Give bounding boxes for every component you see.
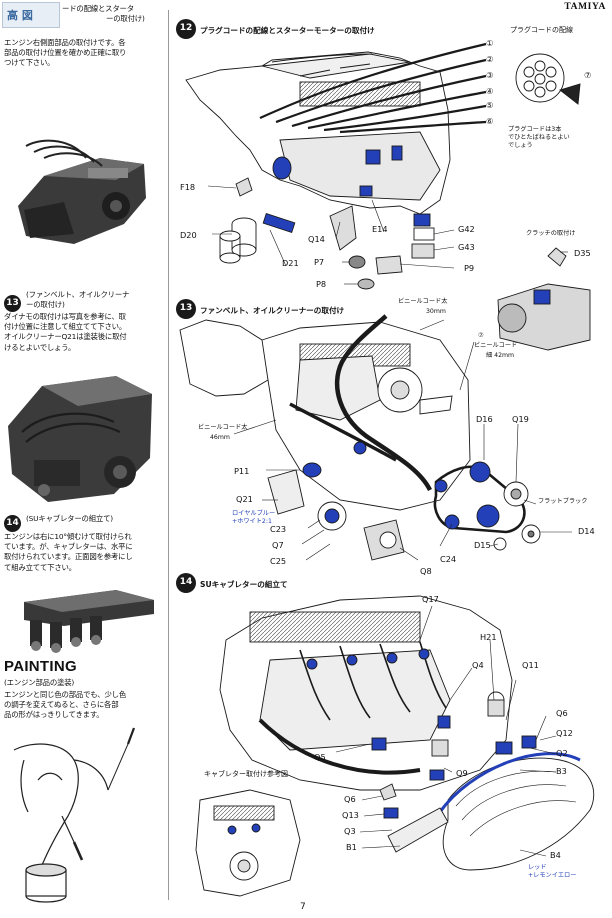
section-14-badge: 14 xyxy=(4,510,21,532)
painting-subtitle: (エンジン部品の塗装) xyxy=(4,678,75,687)
part-label-p8: P8 xyxy=(316,279,327,289)
part-label-d35: D35 xyxy=(574,248,591,258)
painting-title: PAINTING xyxy=(4,658,77,675)
part-label-d21: D21 xyxy=(282,258,299,268)
part-label-q12: Q12 xyxy=(556,728,573,738)
cord-number-3: ③ xyxy=(486,70,494,80)
part-label-p11: P11 xyxy=(234,466,250,476)
vinyl-cord-number: ⑦ xyxy=(478,332,484,339)
step12-badge: 12 xyxy=(179,23,193,33)
engine-photo-1 xyxy=(4,106,154,256)
part-label-q17: Q17 xyxy=(422,594,439,604)
watermark-logo: 高 図 xyxy=(2,2,60,28)
vinyl-thick-label: ビニールコード太 xyxy=(398,298,448,305)
part-label-c24: C24 xyxy=(440,554,457,564)
part-label-d20: D20 xyxy=(180,230,197,240)
part-label-d16: D16 xyxy=(476,414,493,424)
step13-badge: 13 xyxy=(179,303,193,313)
cord-number-4: ④ xyxy=(486,86,494,96)
step12-diagram xyxy=(185,42,598,351)
clutch-title: クラッチの取付け xyxy=(526,230,576,237)
painting-hand-illustration xyxy=(4,720,164,910)
painting-body: エンジンと同じ色の部品でも、少し色 の調子を変えてぬると、さらに各部 品の形がは… xyxy=(4,690,127,720)
vinyl-cord-label: ビニールコード xyxy=(474,342,518,349)
carburetor-photo xyxy=(4,580,160,656)
intro-heading: ードの配線とスタータ ーの取付け) xyxy=(62,4,145,24)
part-label-p9: P9 xyxy=(464,263,475,273)
part-label-f18: F18 xyxy=(180,182,196,192)
part-label-d15: D15 xyxy=(474,540,491,550)
intro-body: エンジン右側面部品の取付けです。各 部品の取付け位置を確かめ正確に取り つけて下… xyxy=(4,38,127,68)
section-13-body: ダイナモの取付けは写真を参考に、取 付け位置に注意して組立てて下さい。 オイルク… xyxy=(4,312,127,352)
cord-number-2: ② xyxy=(486,54,494,64)
vinyl-cord-length: 細 42mm xyxy=(486,352,515,359)
part-label-q6-left: Q6 xyxy=(344,794,356,804)
paint-note-royal-blue: ロイヤルブルー +ホワイト2:1 xyxy=(232,510,276,525)
column-divider xyxy=(168,10,169,900)
brand-logo: TAMIYA xyxy=(564,2,606,12)
part-label-b3: B3 xyxy=(556,766,567,776)
part-label-g43: G43 xyxy=(458,242,475,252)
step14-diagram xyxy=(195,595,595,897)
vinyl-thick-length: 30mm xyxy=(426,308,446,315)
part-label-b4: B4 xyxy=(550,850,561,860)
engine-photo-2 xyxy=(4,362,154,512)
paint-note-red-yellow: レッド +レモンイエロー xyxy=(528,864,577,879)
part-label-q11: Q11 xyxy=(522,660,539,670)
part-label-q13: Q13 xyxy=(342,810,359,820)
carb-reference-title: キャブレター取付け参考図 xyxy=(204,770,288,778)
step13-diagram xyxy=(179,314,572,561)
part-label-c23: C23 xyxy=(270,524,287,534)
part-label-g42: G42 xyxy=(458,224,475,234)
cord-number-7: ⑦ xyxy=(584,70,592,80)
part-label-c25: C25 xyxy=(270,556,287,566)
part-label-q9: Q9 xyxy=(456,768,468,778)
part-label-d14: D14 xyxy=(578,526,595,536)
step14-badge: 14 xyxy=(179,577,193,587)
part-label-q6-right: Q6 xyxy=(556,708,568,718)
page-number: 7 xyxy=(300,902,306,912)
part-label-q5: Q5 xyxy=(314,752,326,762)
vinyl-thick-left-label: ビニールコード太 xyxy=(198,424,248,431)
section-14-title: (SUキャブレターの組立て) xyxy=(26,514,113,523)
step14-title: SUキャブレターの組立て xyxy=(200,580,288,589)
cord-number-5: ⑤ xyxy=(486,100,494,110)
part-label-p7: P7 xyxy=(314,257,325,267)
section-13-title: (ファンベルト、オイルクリーナ ーの取付け) xyxy=(26,290,130,310)
plug-cord-title: プラグコードの配線 xyxy=(510,26,573,34)
flat-black-note: フラットブラック xyxy=(538,498,588,505)
part-label-q19: Q19 xyxy=(512,414,529,424)
step12-title: プラグコードの配線とスターターモーターの取付け xyxy=(200,26,375,35)
part-label-q21: Q21 xyxy=(236,494,253,504)
cord-number-1: ① xyxy=(486,38,494,48)
part-label-q4: Q4 xyxy=(472,660,484,670)
part-label-q2: Q2 xyxy=(556,748,568,758)
plug-cord-note: プラグコードは3本 でひとたばねるとよい でしょう xyxy=(508,126,570,149)
cord-number-6: ⑥ xyxy=(486,116,494,126)
left-column: 高 図 ードの配線とスタータ ーの取付け) エンジン右側面部品の取付けです。各 … xyxy=(0,0,168,918)
step13-title: ファンベルト、オイルクリーナーの取付け xyxy=(200,306,345,315)
part-label-q3: Q3 xyxy=(344,826,356,836)
section-14-body: エンジンは右に10°傾むけて取付けられ ています。が、キャブレターは、水平に 取… xyxy=(4,532,133,572)
part-label-q7: Q7 xyxy=(272,540,284,550)
part-label-q14: Q14 xyxy=(308,234,325,244)
part-label-h21: H21 xyxy=(480,632,497,642)
part-label-b1: B1 xyxy=(346,842,357,852)
vinyl-thick-left-length: 46mm xyxy=(210,434,230,441)
part-label-e14: E14 xyxy=(372,224,388,234)
section-13-badge: 13 xyxy=(4,290,21,312)
part-label-q8: Q8 xyxy=(420,566,432,576)
